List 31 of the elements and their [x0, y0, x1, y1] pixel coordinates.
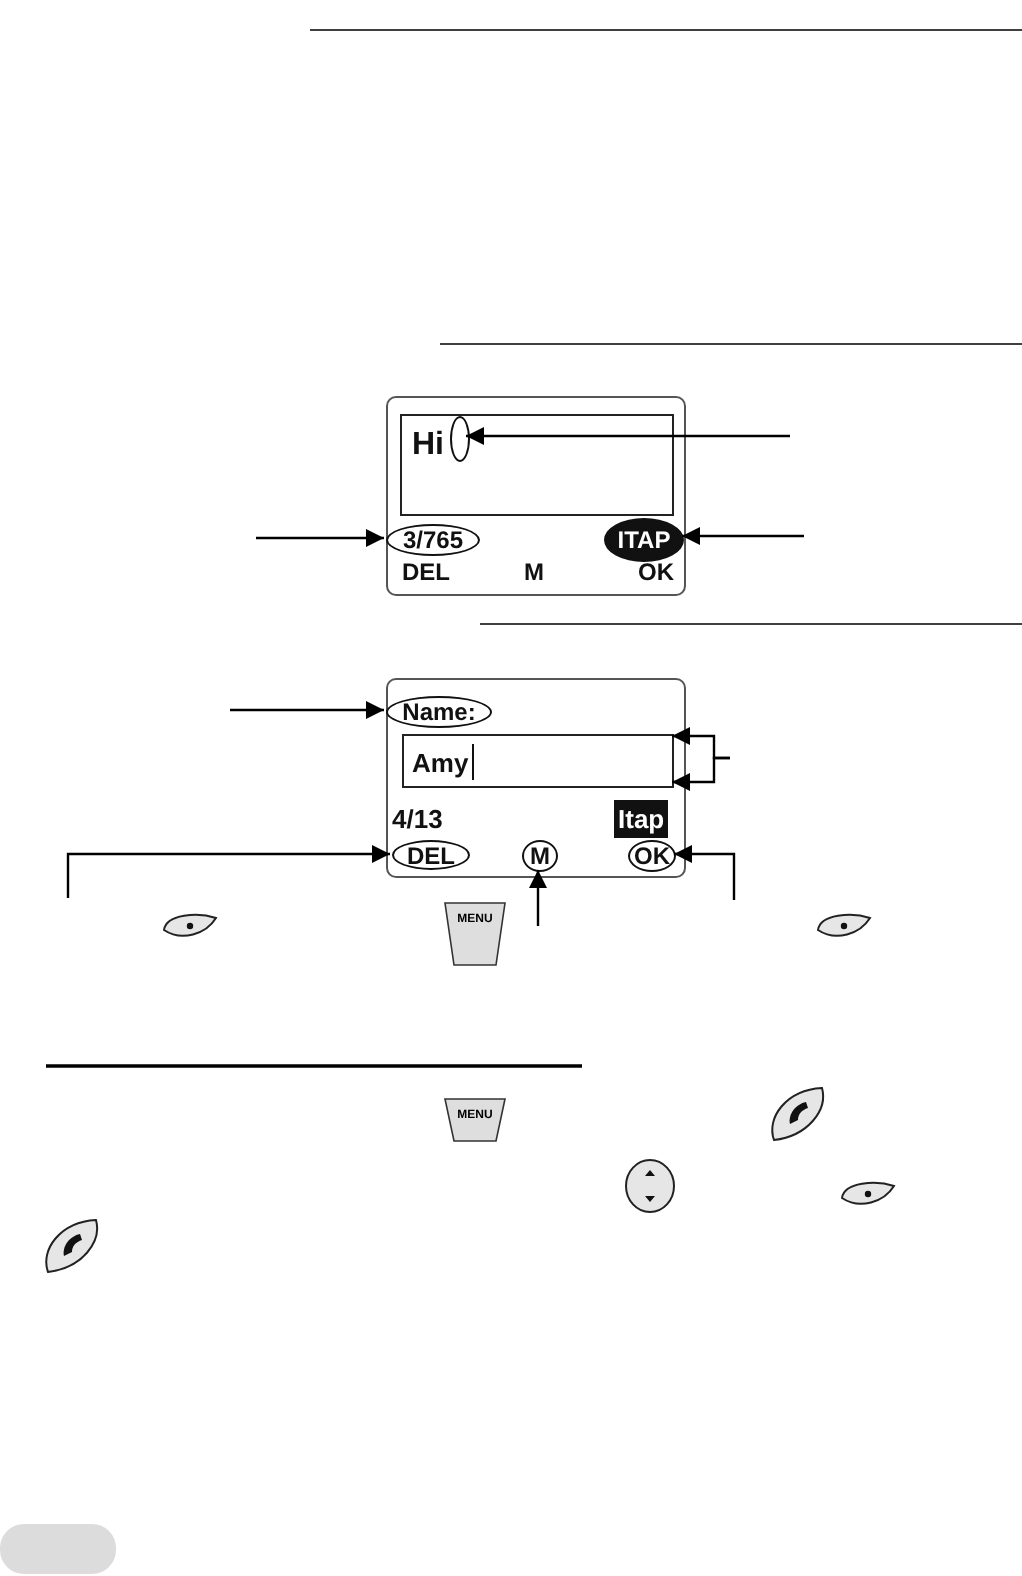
display-text: OK — [632, 842, 672, 870]
highlight-oval — [386, 696, 492, 728]
leader-line — [672, 756, 730, 791]
text-area — [400, 414, 674, 516]
display-text: Itap — [614, 800, 669, 838]
display-text: DEL — [402, 560, 450, 584]
highlight-oval — [450, 416, 470, 462]
leader-line — [230, 701, 384, 719]
display-text: Amy — [412, 750, 469, 776]
leader-line — [529, 870, 547, 926]
display-text: M — [528, 842, 552, 870]
highlight-oval — [522, 840, 558, 872]
display-text: ITAP — [615, 524, 673, 558]
display-text: DEL — [405, 842, 457, 868]
highlight-oval — [386, 524, 480, 556]
display-text: Name: — [400, 698, 478, 726]
highlight-oval — [604, 518, 684, 562]
leader-line — [682, 527, 804, 545]
entry-field — [402, 734, 674, 788]
display-text: 3/765 — [400, 526, 466, 554]
leader-line — [256, 529, 384, 547]
display-text: OK — [638, 560, 674, 584]
leader-line — [674, 845, 736, 900]
display-text: Hi — [412, 430, 444, 462]
leader-line — [66, 845, 390, 898]
display-screen — [386, 678, 686, 878]
highlight-oval — [392, 840, 470, 870]
leader-line — [466, 427, 790, 445]
display-text: 4/13 — [392, 806, 443, 832]
display-text: M — [524, 560, 544, 584]
display-screen — [386, 396, 686, 596]
